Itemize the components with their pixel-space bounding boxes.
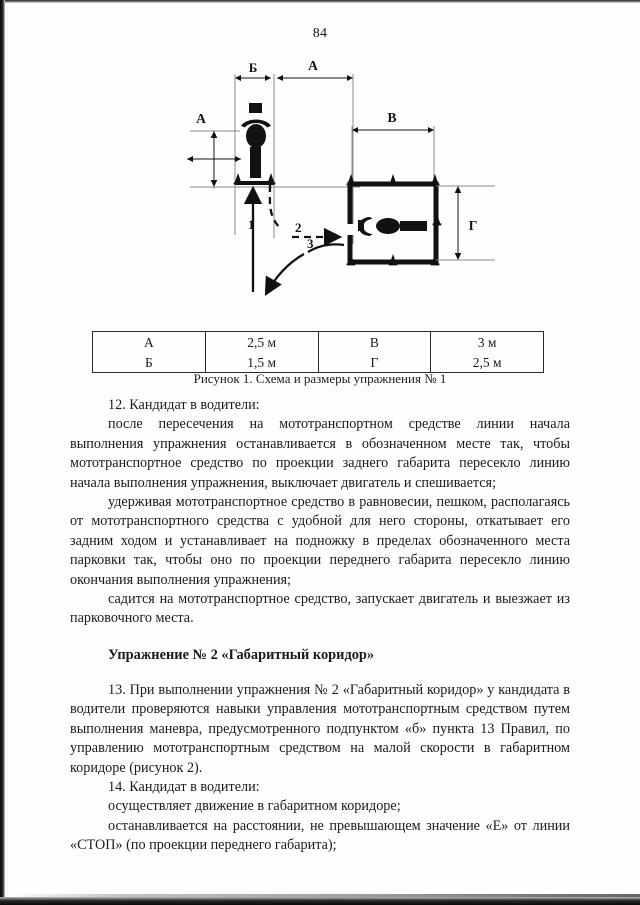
table-cell-key2: В <box>317 331 432 352</box>
svg-text:А: А <box>196 111 206 126</box>
body-text: 12. Кандидат в водители: после пересечен… <box>70 396 570 856</box>
table-cell-value: 1,5 м <box>204 352 319 373</box>
table-cell-key: А <box>92 331 206 352</box>
traffic-cone-icon <box>430 174 440 186</box>
scan-edge-top <box>0 0 640 3</box>
figure-caption: Рисунок 1. Схема и размеры упражнения № … <box>193 371 447 386</box>
scan-edge-bottom-line <box>8 894 640 897</box>
scan-edge-bottom <box>0 897 640 905</box>
table-cell-value2: 2,5 м <box>430 352 544 373</box>
section-heading-exercise-2: Упражнение № 2 «Габаритный коридор» <box>108 646 375 663</box>
scan-edge-left <box>0 0 5 905</box>
paragraph-13: 13. При выполнении упражнения № 2 «Габар… <box>70 681 570 776</box>
motorcycle-parked-side-view-icon <box>358 217 427 236</box>
svg-text:Г: Г <box>469 218 478 233</box>
table-cell-value: 2,5 м <box>204 331 319 352</box>
svg-text:3: 3 <box>307 236 314 251</box>
table-cell-key2: Г <box>317 352 432 373</box>
traffic-cone-icon <box>346 174 356 186</box>
svg-text:А: А <box>308 58 318 73</box>
svg-text:Б: Б <box>249 60 258 75</box>
page-number: 84 <box>312 26 328 41</box>
table-row: Б 1,5 м Г 2,5 м <box>92 352 544 373</box>
paragraph-14-b: останавливается на расстоянии, не превыш… <box>70 817 570 854</box>
paragraph-14-a: осуществляет движение в габаритном корид… <box>108 798 401 815</box>
paragraph-12-c: садится на мототранспортное средство, за… <box>70 591 570 627</box>
paragraph-12-head: 12. Кандидат в водители: <box>108 397 260 413</box>
svg-text:В: В <box>387 110 396 125</box>
paragraph-12-b: удерживая мототранспортное средство в ра… <box>70 494 570 588</box>
svg-text:1: 1 <box>248 217 255 232</box>
svg-text:2: 2 <box>295 220 302 235</box>
paragraph-12-a: после пересечения на мототранспортном ср… <box>70 416 570 491</box>
table-cell-value2: 3 м <box>430 331 544 352</box>
traffic-cone-icon <box>388 174 398 186</box>
table-cell-key: Б <box>92 352 206 373</box>
figure-exercise-1-diagram: Б А А <box>0 52 640 327</box>
dimensions-table: А 2,5 м В 3 м Б 1,5 м Г 2,5 м <box>92 331 544 373</box>
paragraph-14-head: 14. Кандидат в водители: <box>108 778 260 795</box>
motorcycle-rider-top-view-icon <box>241 103 271 178</box>
table-row: А 2,5 м В 3 м <box>92 331 544 352</box>
